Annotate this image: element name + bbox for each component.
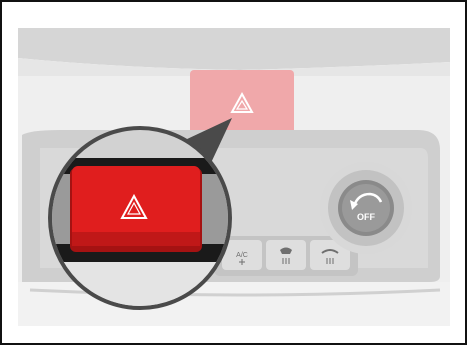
ac-button-label: A/C xyxy=(230,252,254,259)
front-defrost-button xyxy=(266,240,306,270)
hazard-button-faded xyxy=(190,70,294,138)
knob-off-label: OFF xyxy=(346,212,386,222)
